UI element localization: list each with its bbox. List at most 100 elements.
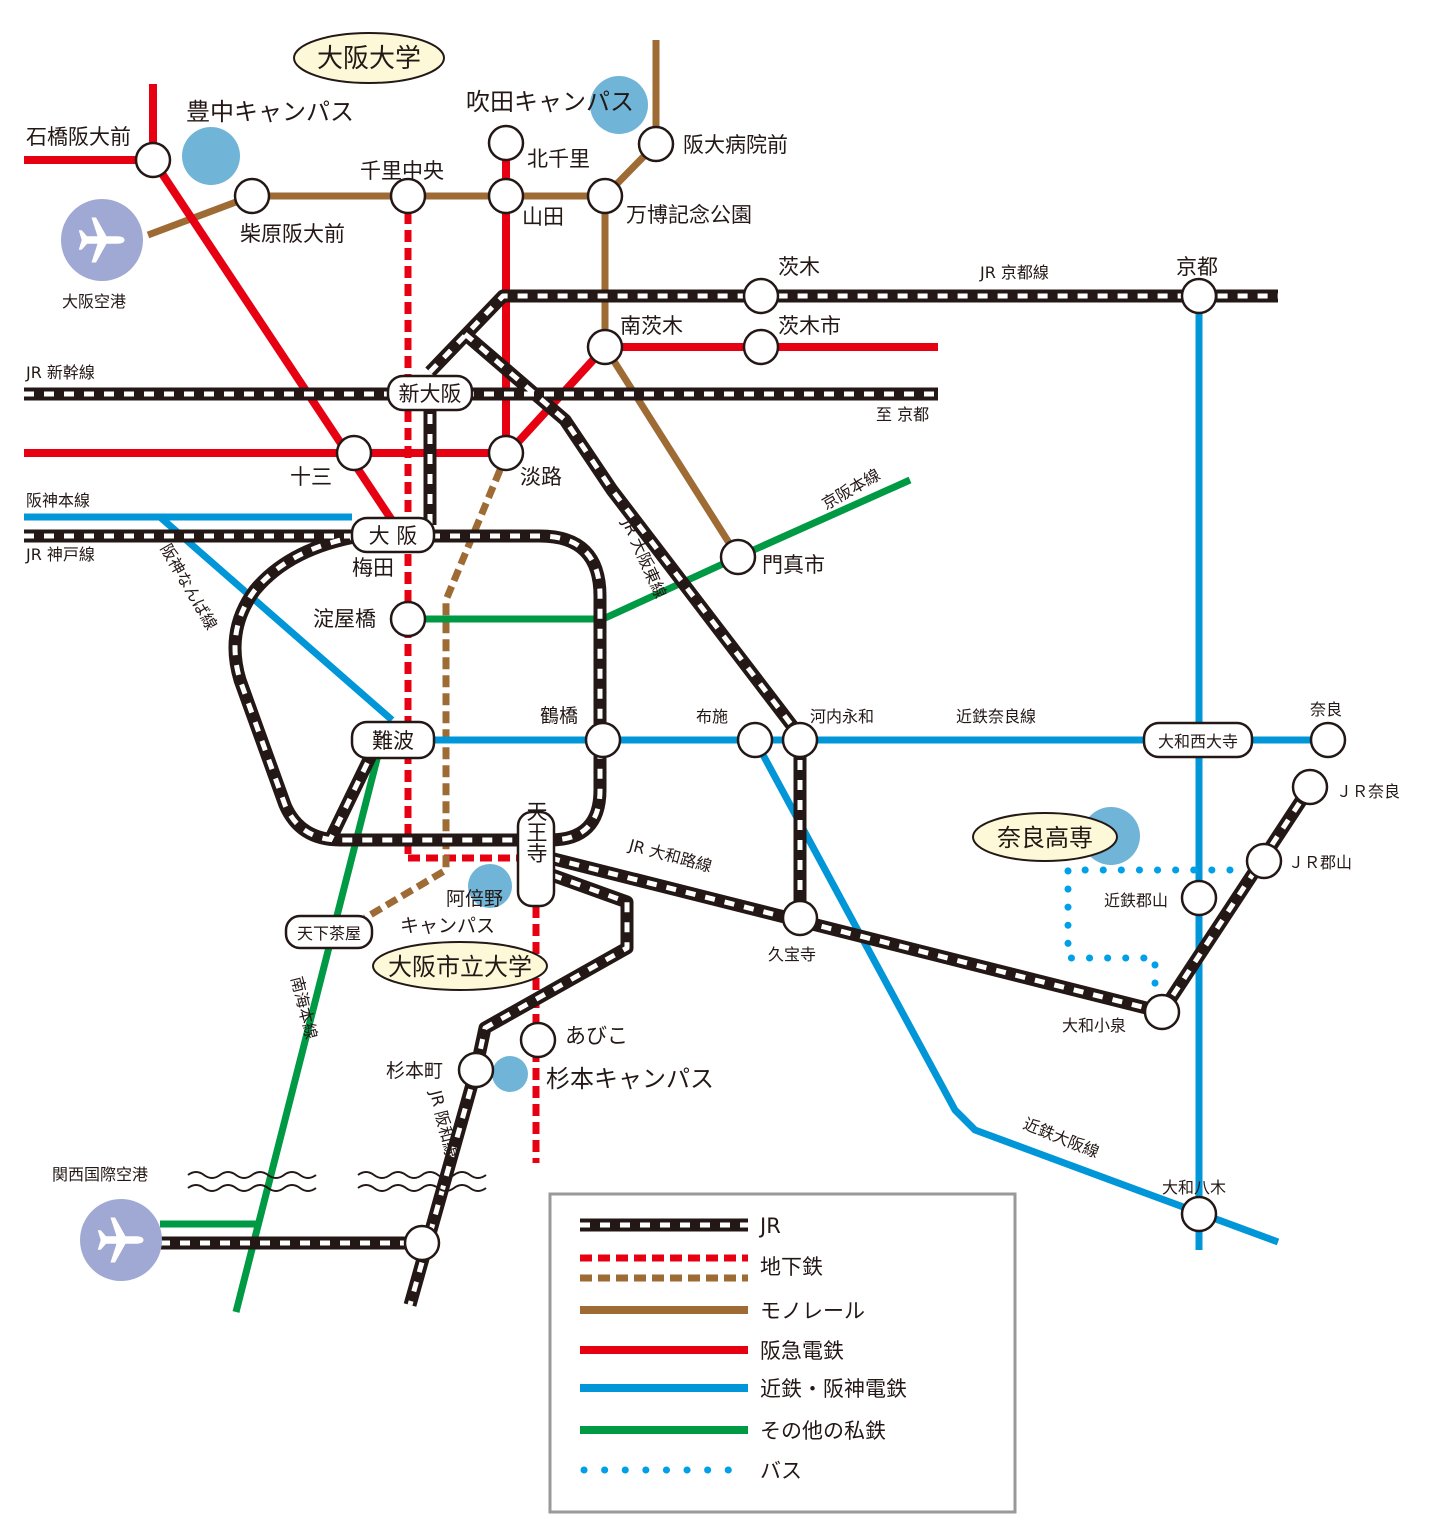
station-ibaraki-shi: [742, 328, 780, 366]
nara-kosen-ellipse: [972, 812, 1118, 862]
sugimoto-campus-label: 杉本キャンパス: [546, 1065, 714, 1093]
label-jr-kyoto: JR 京都線: [979, 263, 1049, 282]
legend-monorail-label: モノレール: [760, 1299, 865, 1323]
bus-route: [1064, 866, 1234, 996]
label-umeda: 梅田: [352, 556, 394, 580]
station-jr-koriyama: [1245, 842, 1283, 880]
station-tengachaya-box: [284, 914, 374, 950]
kansai-airport-label: 関西国際空港: [52, 1165, 148, 1184]
station-awaji: [487, 434, 525, 472]
label-kawachi-eiwa: 河内永和: [810, 707, 874, 726]
label-jr-nara: ＪＲ奈良: [1336, 782, 1400, 801]
label-yamato-saidaiji: 大和西大寺: [1158, 732, 1238, 751]
station-bampaku: [586, 177, 624, 215]
osaka-univ-label: 大阪大学: [317, 44, 421, 74]
label-ibaraki-shi: 茨木市: [778, 314, 841, 338]
osaka-airport-icon: [61, 199, 143, 281]
label-kadoma: 門真市: [762, 553, 825, 577]
label-jr-kobe: JR 神戸線: [25, 545, 95, 564]
abeno-campus-marker: [468, 864, 512, 908]
station-fuse: [736, 721, 774, 759]
station-handai-byoin: [637, 125, 675, 163]
station-shin-osaka-box: [386, 374, 474, 412]
station-yamada: [487, 177, 525, 215]
station-yamato-saidaiji-box: [1142, 721, 1254, 759]
station-yodoyabashi: [389, 600, 427, 638]
legend-kintetsu-hanshin-label: 近鉄・阪神電鉄: [760, 1377, 907, 1401]
label-osaka: 大 阪: [369, 524, 418, 548]
label-minami-ibaraki: 南茨木: [620, 314, 683, 338]
station-hineno: [403, 1224, 441, 1262]
label-kita-senri: 北千里: [527, 147, 590, 171]
osaka-city-univ-ellipse: [372, 941, 548, 991]
abeno-campus-label-2: キャンパス: [400, 915, 495, 937]
station-minami-ibaraki: [586, 328, 624, 366]
label-yamato-yagi: 大和八木: [1162, 1178, 1226, 1197]
toyonaka-campus-label: 豊中キャンパス: [186, 98, 354, 126]
legend: JR 地下鉄 モノレール 阪急電鉄 近鉄・阪神電鉄 その他の私鉄 バス: [548, 1192, 1017, 1514]
kansai-airport-icon: [80, 1199, 162, 1281]
legend-subway-label: 地下鉄: [760, 1255, 823, 1279]
label-shibahara: 柴原阪大前: [240, 222, 345, 246]
label-jr-koriyama: ＪＲ郡山: [1288, 853, 1352, 872]
label-nara: 奈良: [1310, 700, 1342, 719]
suita-campus-label: 吹田キャンパス: [466, 88, 634, 116]
label-awaji: 淡路: [520, 465, 562, 489]
label-tennoji: 天王寺: [524, 801, 548, 864]
osaka-univ-ellipse: [293, 32, 445, 84]
station-boxes: [284, 374, 1254, 950]
legend-hankyu-label: 阪急電鉄: [760, 1339, 844, 1363]
osaka-airport-label: 大阪空港: [62, 292, 126, 311]
osaka-city-univ-label: 大阪市立大学: [388, 953, 532, 981]
station-sugimotocho: [457, 1051, 495, 1089]
station-tennoji-box: [516, 810, 556, 908]
toyonaka-campus-marker: [182, 127, 240, 185]
label-juso: 十三: [290, 465, 332, 489]
sea-waves: [187, 1171, 487, 1192]
label-senri-chuo: 千里中央: [360, 159, 444, 183]
sugimoto-campus-marker: [492, 1056, 528, 1092]
label-shin-osaka: 新大阪: [399, 382, 462, 406]
label-tengachaya: 天下茶屋: [297, 924, 361, 943]
label-tsuruhashi: 鶴橋: [540, 705, 578, 727]
jr-lines: [24, 289, 1316, 1307]
station-kyuhoji: [781, 899, 819, 937]
label-kyoto: 京都: [1176, 255, 1218, 279]
station-ishibashi: [134, 141, 172, 179]
station-shibahara: [233, 177, 271, 215]
label-namba: 難波: [372, 729, 414, 753]
label-sugimotocho: 杉本町: [386, 1060, 443, 1082]
station-kintetsu-koriyama: [1180, 879, 1218, 917]
label-kintetsu-koriyama: 近鉄郡山: [1104, 891, 1168, 910]
legend-private-other-label: その他の私鉄: [760, 1419, 886, 1443]
station-kawachi-eiwa: [781, 721, 819, 759]
station-kyoto: [1180, 277, 1218, 315]
suita-campus-marker: [590, 76, 648, 134]
station-namba-box: [350, 720, 436, 760]
station-tsuruhashi: [584, 721, 622, 759]
station-ibaraki: [742, 277, 780, 315]
station-markers: [134, 124, 1347, 1262]
station-osaka-box: [350, 516, 436, 554]
station-yamato-koizumi: [1143, 993, 1181, 1031]
legend-jr-label: JR: [758, 1214, 781, 1238]
station-abiko: [519, 1021, 557, 1059]
label-fuse: 布施: [696, 707, 728, 726]
label-yamato-koizumi: 大和小泉: [1062, 1016, 1126, 1035]
station-kita-senri: [487, 124, 525, 162]
label-abiko: あびこ: [565, 1024, 628, 1048]
map-labels: 大阪大学 大阪市立大学 奈良高専 豊中キャンパス 吹田キャンパス 阿倍野 キャン…: [25, 44, 1400, 1197]
legend-bus-label: バス: [760, 1459, 802, 1483]
label-hanshin-main: 阪神本線: [26, 491, 90, 510]
label-ibaraki: 茨木: [778, 255, 820, 279]
university-labels: [293, 32, 1118, 991]
station-yamato-yagi: [1180, 1195, 1218, 1233]
kintetsu-hanshin-lines: [24, 295, 1310, 1250]
abeno-campus-label-1: 阿倍野: [446, 888, 503, 910]
subway-brown-lines: [363, 468, 504, 922]
station-senri-chuo: [389, 177, 427, 215]
station-jr-nara: [1291, 768, 1329, 806]
label-yamada: 山田: [522, 205, 564, 229]
label-jr-yamatoji: JR 大和路線: [626, 835, 714, 876]
